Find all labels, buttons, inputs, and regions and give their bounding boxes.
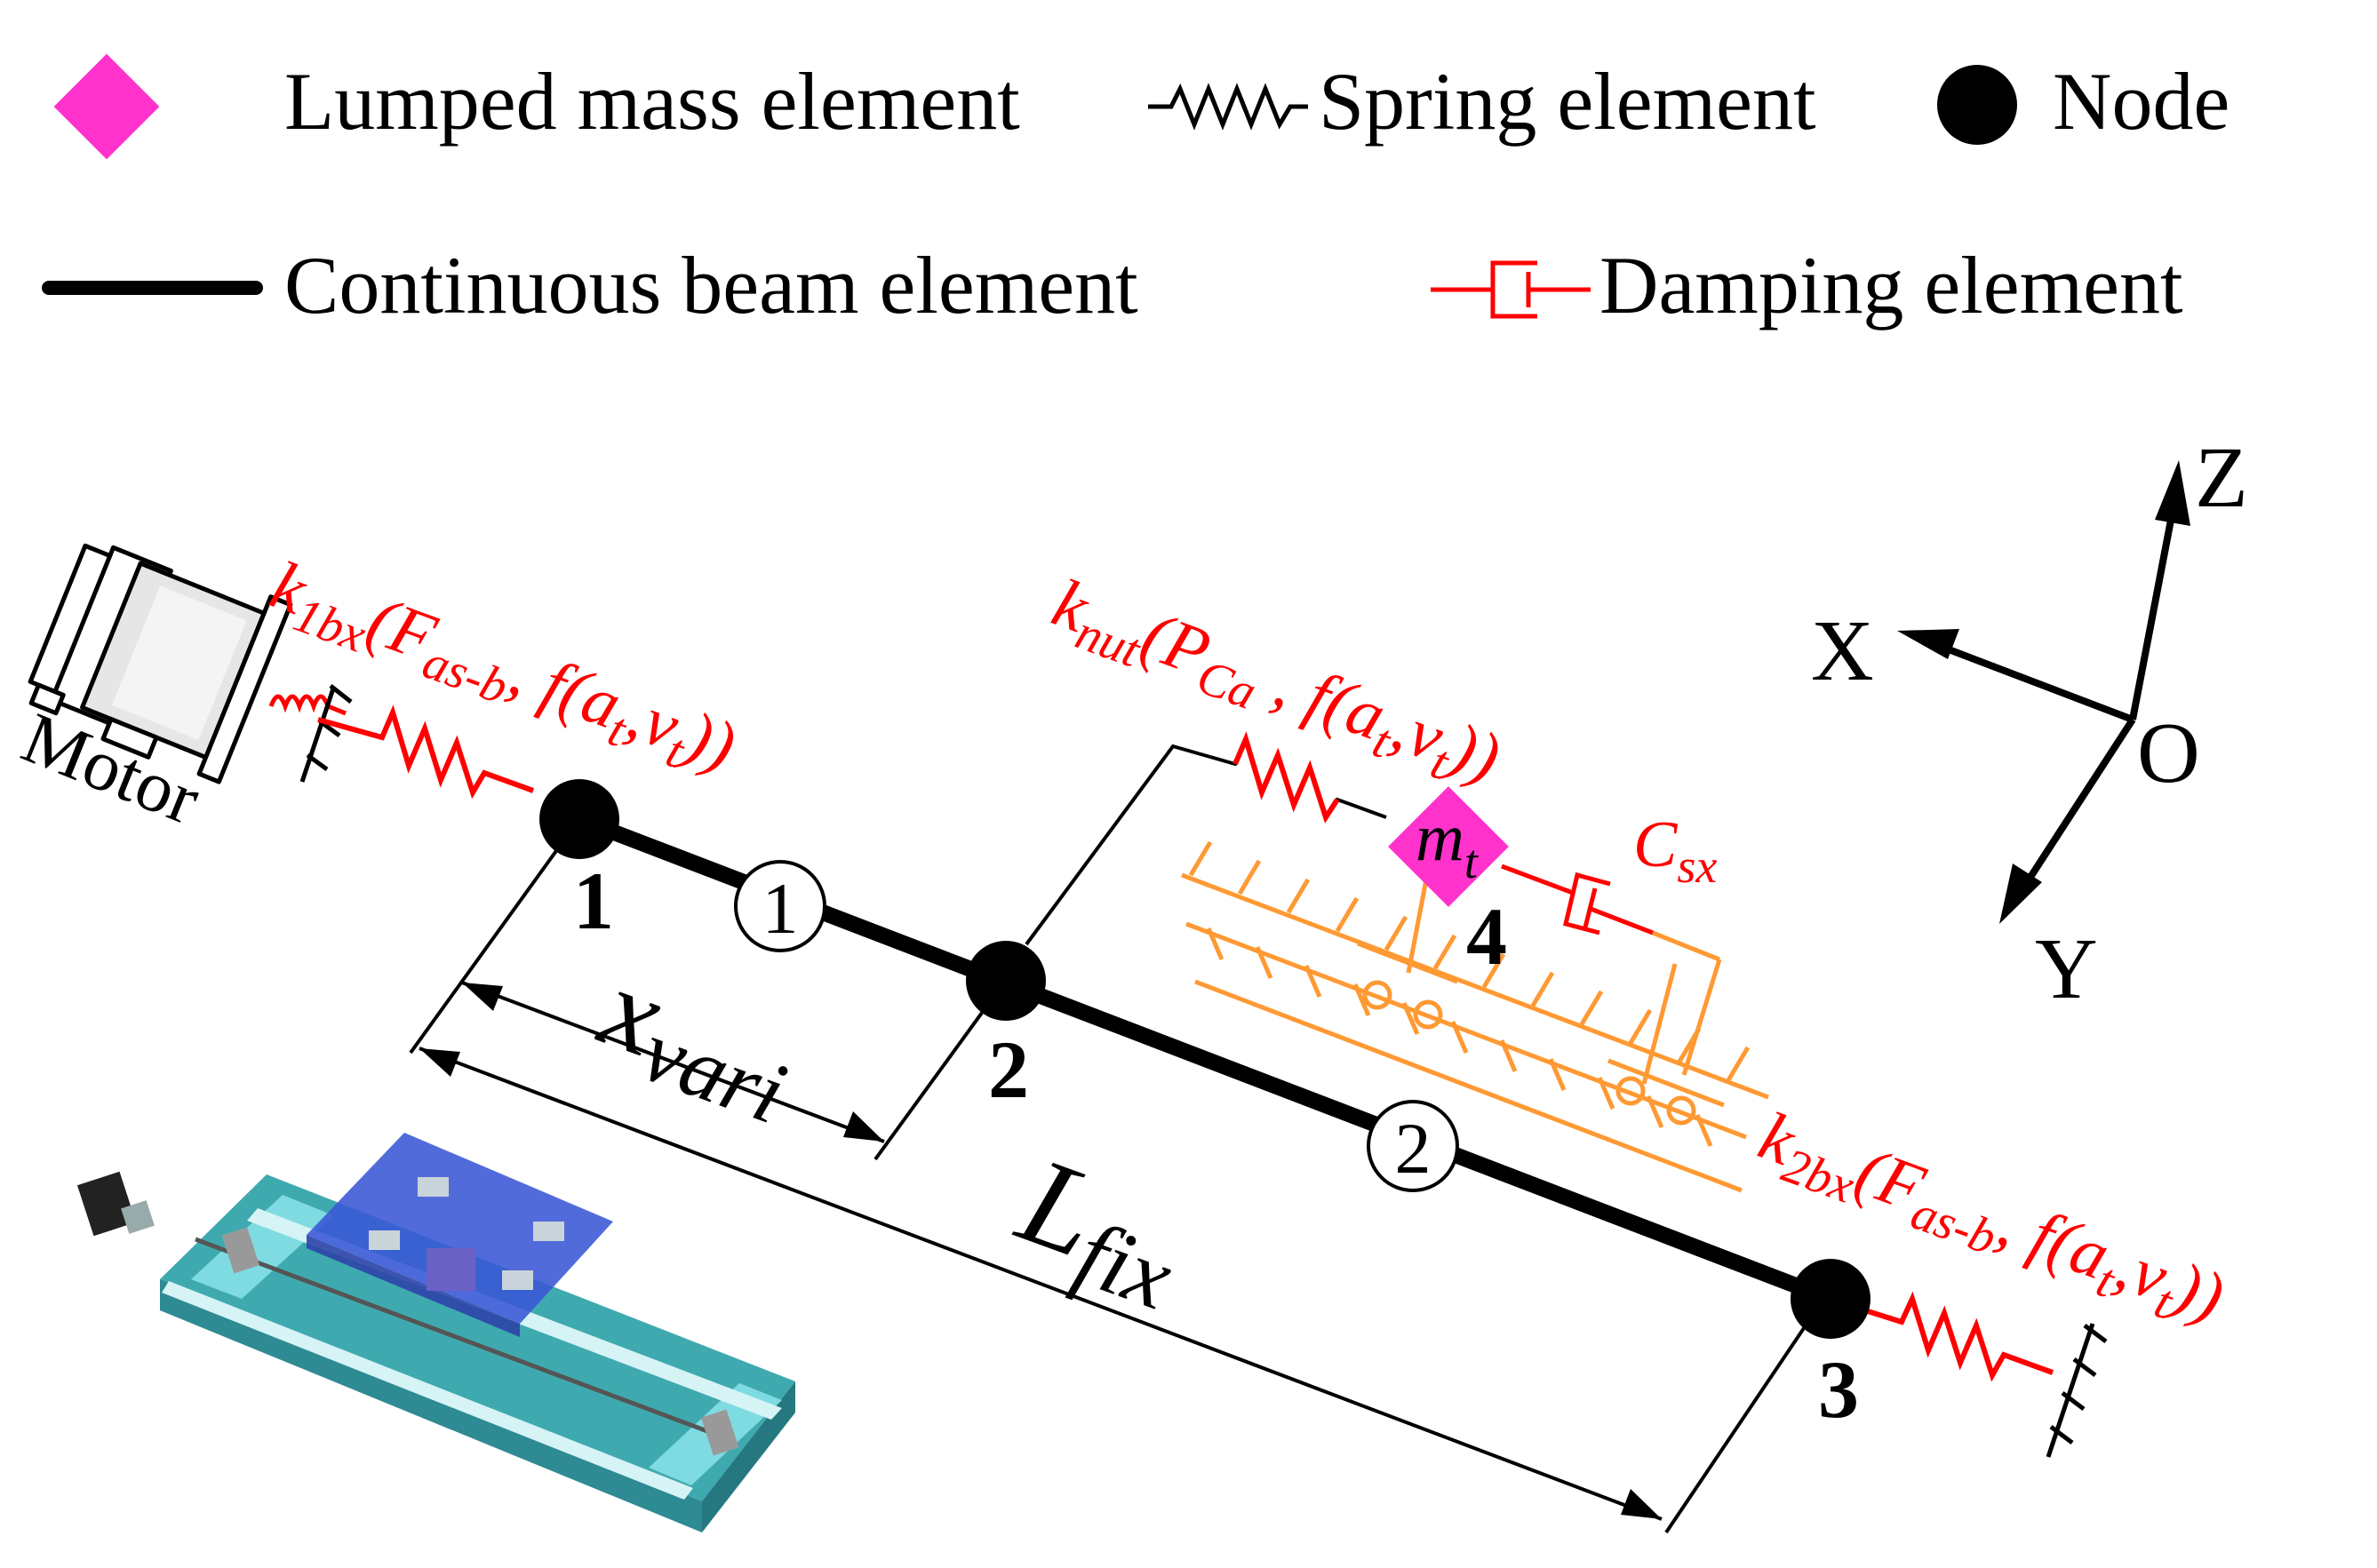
node-1 <box>539 779 619 859</box>
node-2-label: 2 <box>988 1024 1029 1115</box>
lumped-mass-mt-icon <box>1388 786 1509 907</box>
csx-damper-icon <box>1501 864 1654 935</box>
axis-z-label: Z <box>2195 430 2248 526</box>
element-1-label: 1 <box>762 868 799 949</box>
axis-x-label: X <box>1811 603 1874 699</box>
node-legend-icon <box>1937 65 2017 145</box>
node-4-label: 4 <box>1466 891 1507 982</box>
legend-node-label: Node <box>2053 56 2229 147</box>
element-2-label: 2 <box>1395 1108 1432 1189</box>
k1-spring-icon <box>317 704 535 800</box>
coordinate-axes <box>1897 460 2190 924</box>
x-arrow-icon <box>1897 629 1959 659</box>
knut-spring-icon <box>1232 731 1340 824</box>
dimension-arrowheads <box>419 983 1662 1519</box>
mass-mt-label: mt <box>1416 800 1480 888</box>
knut-link-line <box>1025 734 1387 946</box>
y-arrow-icon <box>1999 864 2042 924</box>
guide-rail-icon <box>1181 840 1769 1193</box>
k1-label: k1bx(Fas-b, f(at,vt)) <box>258 545 746 795</box>
damper-drop-line <box>1681 959 1722 1076</box>
xvari-label: xvari <box>580 943 813 1142</box>
element-1-circle <box>734 860 826 952</box>
node-3-label: 3 <box>1818 1344 1859 1435</box>
damper-link-line <box>1652 930 1720 962</box>
z-arrow-icon <box>2155 460 2190 526</box>
lfix-label: Lfix <box>997 1131 1202 1330</box>
node-1-label: 1 <box>573 856 614 946</box>
ball-screw-stage-render <box>76 1133 795 1532</box>
motor-icon <box>28 543 293 784</box>
node-2 <box>966 941 1046 1021</box>
damper-legend-icon <box>1431 260 1591 319</box>
node-3 <box>1791 1259 1870 1339</box>
legend-lumped-mass-label: Lumped mass element <box>284 56 1020 147</box>
legend: Lumped mass element Spring element Node … <box>42 53 2229 330</box>
right-support-wall-icon <box>2046 1323 2108 1458</box>
knut-label: knut(PCa , f(at,vt)) <box>1040 563 1511 806</box>
dimension-lines <box>409 847 1806 1534</box>
axis-y-label: Y <box>2035 921 2098 1017</box>
k2-spring-icon <box>1850 1291 2054 1382</box>
csx-label: Csx <box>1633 808 1717 893</box>
element-2-circle <box>1367 1100 1459 1192</box>
coupling-icon <box>268 694 347 716</box>
lumped-mass-legend-icon <box>53 53 160 160</box>
legend-damping-label: Damping element <box>1599 240 2183 330</box>
legend-beam-label: Continuous beam element <box>284 240 1138 330</box>
axis-origin-label: O <box>2137 705 2200 801</box>
legend-spring-label: Spring element <box>1319 56 1816 147</box>
left-support-wall-icon <box>299 684 353 783</box>
spring-legend-icon <box>1148 83 1308 131</box>
